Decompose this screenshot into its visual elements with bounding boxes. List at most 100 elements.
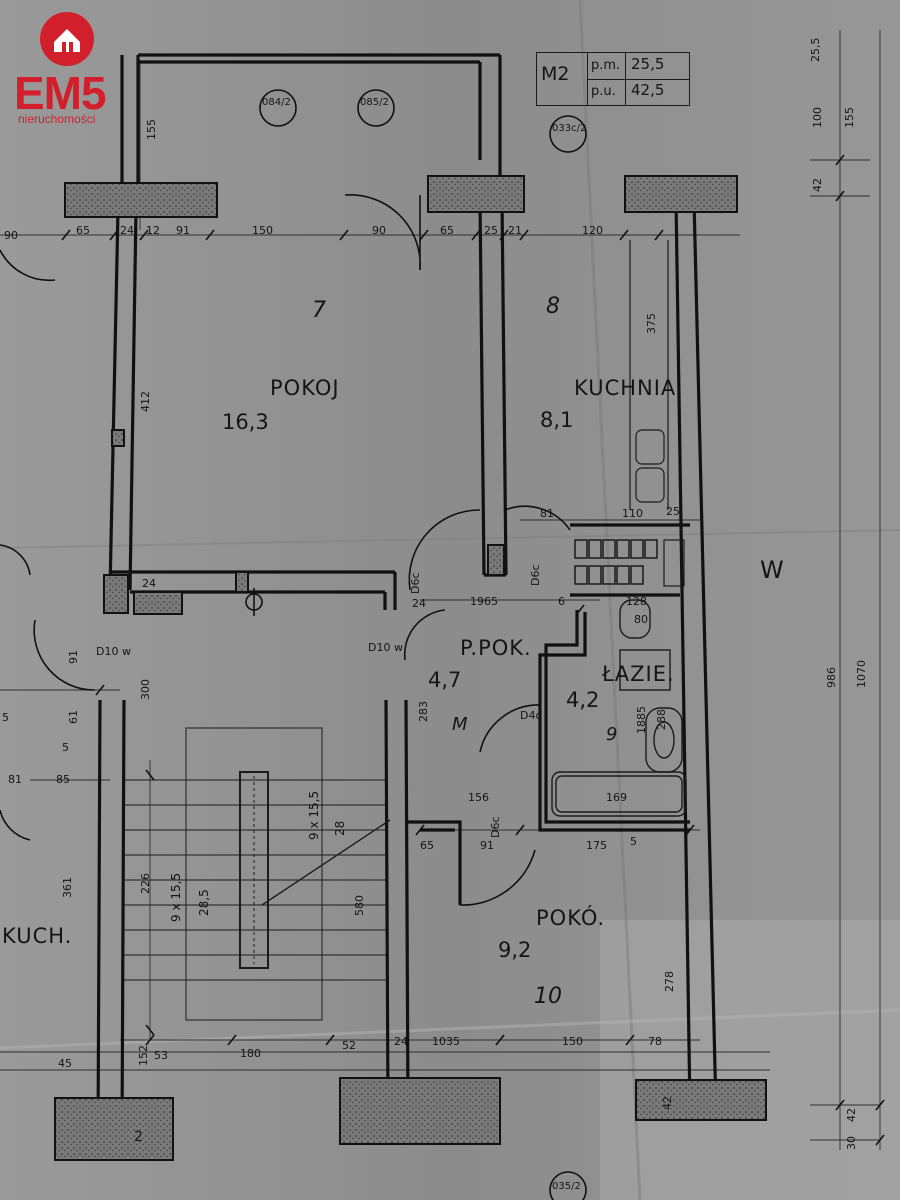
dim: 156	[468, 791, 489, 804]
dim: 24	[412, 597, 426, 610]
dim: 85	[56, 773, 70, 786]
dim: 100	[811, 107, 824, 128]
dim: 91	[176, 224, 190, 237]
hall-name: P.POK.	[460, 636, 532, 660]
dim: 65	[76, 224, 90, 237]
dim: 90	[372, 224, 386, 237]
info-value-pm: 25,5	[631, 55, 665, 73]
dim: 150	[252, 224, 273, 237]
kitchen-fixtures	[574, 240, 685, 587]
house-icon	[40, 12, 94, 66]
dim: 21	[508, 224, 522, 237]
dim: 61	[67, 710, 80, 724]
stair-run-2: 9 x 15,5	[307, 790, 321, 840]
window-tag: 035/2	[552, 1181, 581, 1192]
dim: 283	[417, 701, 430, 722]
dim: 986	[825, 667, 838, 688]
room-10-area: 9,2	[498, 938, 532, 962]
dim: 24	[142, 577, 156, 590]
room-9-area: 4,2	[566, 688, 600, 712]
dim: 78	[648, 1035, 662, 1048]
unit-code: M2	[541, 63, 570, 85]
dim: 120	[582, 224, 603, 237]
room-8-number: 8	[546, 294, 560, 319]
info-key-pm: p.m.	[591, 58, 621, 73]
dim: 42	[845, 1108, 858, 1122]
dim: 288	[655, 709, 668, 730]
door-tag: D10 w	[368, 641, 403, 654]
hall-number: M	[452, 714, 468, 735]
em5-logo: EM5 nieruchomości	[14, 12, 124, 130]
dim: 81	[8, 773, 22, 786]
dim: 24	[394, 1035, 408, 1048]
dim: 1965	[470, 595, 498, 608]
dim: 5	[2, 711, 9, 724]
left-kitchen-name: KUCH.	[2, 924, 73, 948]
stair-run-1: 9 x 15,5	[169, 872, 183, 922]
area-info-box: M2 p.m. 25,5 p.u. 42,5	[536, 52, 690, 106]
dim: 90	[4, 229, 18, 242]
staircase	[124, 727, 391, 1021]
paper-fold-light	[600, 920, 900, 1200]
dim: 300	[139, 679, 152, 700]
room-7-area: 16,3	[222, 410, 269, 434]
bathroom-fixtures	[551, 599, 687, 817]
w-label: W	[760, 556, 784, 584]
room-10-name: POKÓ.	[536, 906, 606, 930]
wall-sections	[54, 175, 767, 1161]
symbols	[245, 89, 587, 1200]
stair-run-1-tread: 28,5	[197, 889, 211, 916]
dim: 30	[845, 1136, 858, 1150]
dim: 155	[843, 107, 856, 128]
door-swings	[0, 194, 571, 906]
dim: 65	[440, 224, 454, 237]
dim: 25,5	[809, 37, 822, 63]
dim: 24	[120, 224, 134, 237]
dim: 155	[145, 119, 158, 140]
dim: 45	[58, 1057, 72, 1070]
walls	[96, 53, 718, 1141]
dim: 80	[634, 613, 648, 626]
dim: 180	[240, 1047, 261, 1060]
dim-ticks	[61, 154, 885, 1146]
paper-fold-line	[578, 0, 642, 1200]
room-10-number: 10	[534, 984, 562, 1009]
dim: 278	[663, 971, 676, 992]
dim: 361	[61, 877, 74, 898]
dim: 226	[139, 873, 152, 894]
dim: 42	[661, 1096, 674, 1110]
dim: 52	[342, 1039, 356, 1052]
dim: 580	[353, 895, 366, 916]
window-tag: 084/2	[262, 97, 291, 108]
dim: 152	[137, 1045, 150, 1066]
room-7-number: 7	[312, 298, 326, 323]
dim: 12	[146, 224, 160, 237]
logo-subtitle: nieruchomości	[18, 112, 96, 126]
window-tag: 033c/2	[552, 123, 587, 134]
dim: 1035	[432, 1035, 460, 1048]
room-8-area: 8,1	[540, 408, 574, 432]
dim: 1885	[635, 706, 648, 734]
info-value-pu: 42,5	[631, 81, 665, 99]
room-8-name: KUCHNIA	[574, 376, 677, 400]
info-key-pu: p.u.	[591, 84, 616, 99]
door-tag: D6c	[489, 816, 502, 838]
dim: 81	[540, 507, 554, 520]
door-tag: D6c	[409, 572, 422, 594]
door-tag: D10 w	[96, 645, 131, 658]
dim: 375	[645, 313, 658, 334]
dim: 91	[480, 839, 494, 852]
dim: 169	[606, 791, 627, 804]
room-9-name: ŁAZIE.	[602, 662, 675, 686]
dim: 53	[154, 1049, 168, 1062]
dim: 91	[67, 650, 80, 664]
dim: 175	[586, 839, 607, 852]
dim: 128	[626, 595, 647, 608]
dim: 5	[62, 741, 69, 754]
door-tag: D6c	[529, 564, 542, 586]
dim: 1070	[855, 660, 868, 688]
hall-area: 4,7	[428, 668, 462, 692]
dim: 110	[622, 507, 643, 520]
